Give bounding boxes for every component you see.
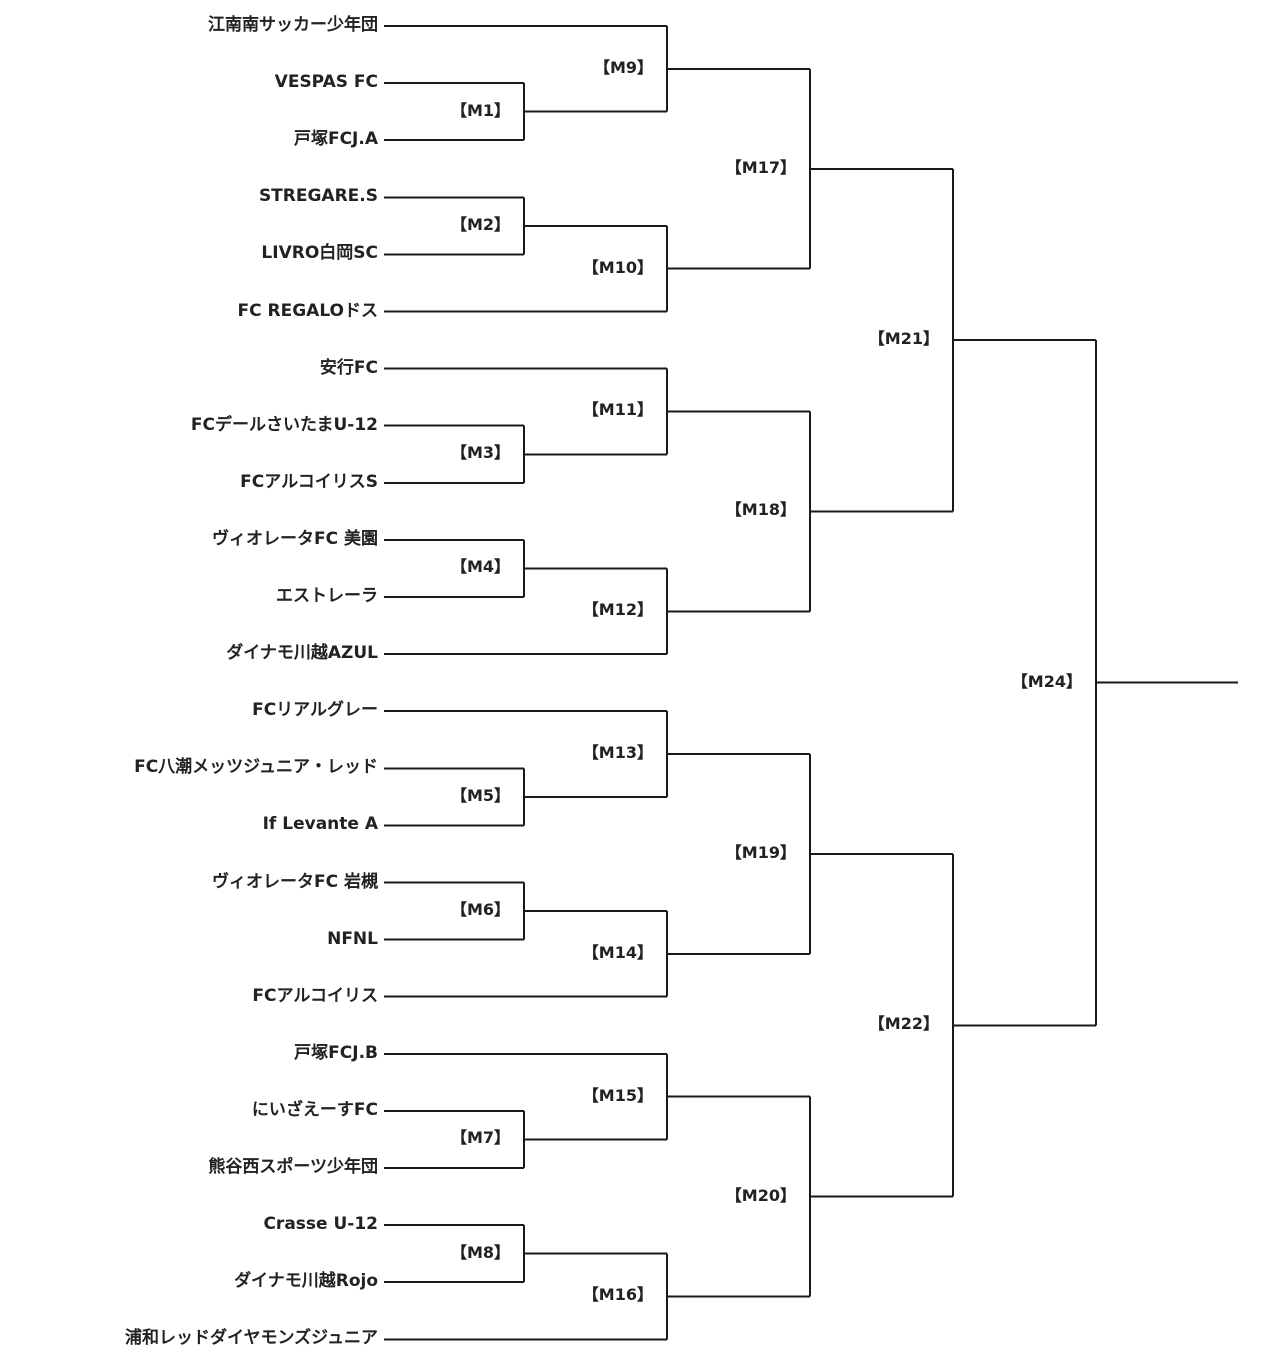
team-name: にいざえーすFC: [251, 1099, 378, 1120]
match-label-m22: 【M22】: [868, 1014, 939, 1034]
team-name: ヴィオレータFC 岩槻: [211, 871, 378, 892]
team-name: FCデールさいたまU-12: [190, 414, 378, 435]
match-label-m15: 【M15】: [582, 1085, 653, 1105]
match-label-m10: 【M10】: [582, 257, 653, 277]
team-name: FCリアルグレー: [252, 700, 378, 721]
match-label-m4: 【M4】: [450, 557, 510, 577]
match-label-m3: 【M3】: [450, 443, 510, 463]
match-label-m1: 【M1】: [450, 100, 510, 120]
team-name: LIVRO白岡SC: [261, 243, 378, 264]
team-name: 戸塚FCJ.B: [294, 1042, 378, 1063]
team-name: FCアルコイリスS: [240, 471, 378, 492]
match-label-m9: 【M9】: [593, 57, 653, 77]
match-label-m2: 【M2】: [450, 214, 510, 234]
team-name: If Levante A: [262, 814, 378, 835]
match-label-m13: 【M13】: [582, 743, 653, 763]
match-label-m19: 【M19】: [725, 842, 796, 862]
match-label-m18: 【M18】: [725, 500, 796, 520]
match-label-m20: 【M20】: [725, 1185, 796, 1205]
match-label-m6: 【M6】: [450, 900, 510, 920]
team-name: STREGARE.S: [258, 186, 378, 207]
match-label-m16: 【M16】: [582, 1285, 653, 1305]
match-label-m17: 【M17】: [725, 157, 796, 177]
match-label-m8: 【M8】: [450, 1242, 510, 1262]
team-name: 安行FC: [319, 357, 378, 378]
team-name: エストレーラ: [276, 586, 378, 606]
team-name: 浦和レッドダイヤモンズジュニア: [125, 1328, 378, 1349]
team-name: FCアルコイリス: [252, 985, 378, 1006]
team-name: Crasse U-12: [263, 1214, 378, 1235]
team-name: ダイナモ川越AZUL: [226, 643, 378, 664]
match-label-m12: 【M12】: [582, 600, 653, 620]
team-name: 江南南サッカー少年団: [208, 15, 378, 35]
team-name: ダイナモ川越Rojo: [234, 1271, 378, 1292]
team-name: FC REGALOドス: [237, 300, 379, 321]
team-name: VESPAS FC: [274, 72, 378, 93]
match-label-m14: 【M14】: [582, 942, 653, 962]
match-label-m7: 【M7】: [450, 1128, 510, 1148]
team-name: 熊谷西スポーツ少年団: [208, 1157, 378, 1177]
match-label-m21: 【M21】: [868, 329, 939, 349]
match-label-m5: 【M5】: [450, 785, 510, 805]
match-label-m24: 【M24】: [1011, 671, 1082, 691]
team-name: FC八潮メッツジュニア・レッド: [134, 757, 378, 778]
team-name: ヴィオレータFC 美園: [211, 528, 378, 549]
team-name: NFNL: [327, 928, 378, 949]
match-label-m11: 【M11】: [582, 400, 653, 420]
team-name: 戸塚FCJ.A: [293, 129, 378, 150]
